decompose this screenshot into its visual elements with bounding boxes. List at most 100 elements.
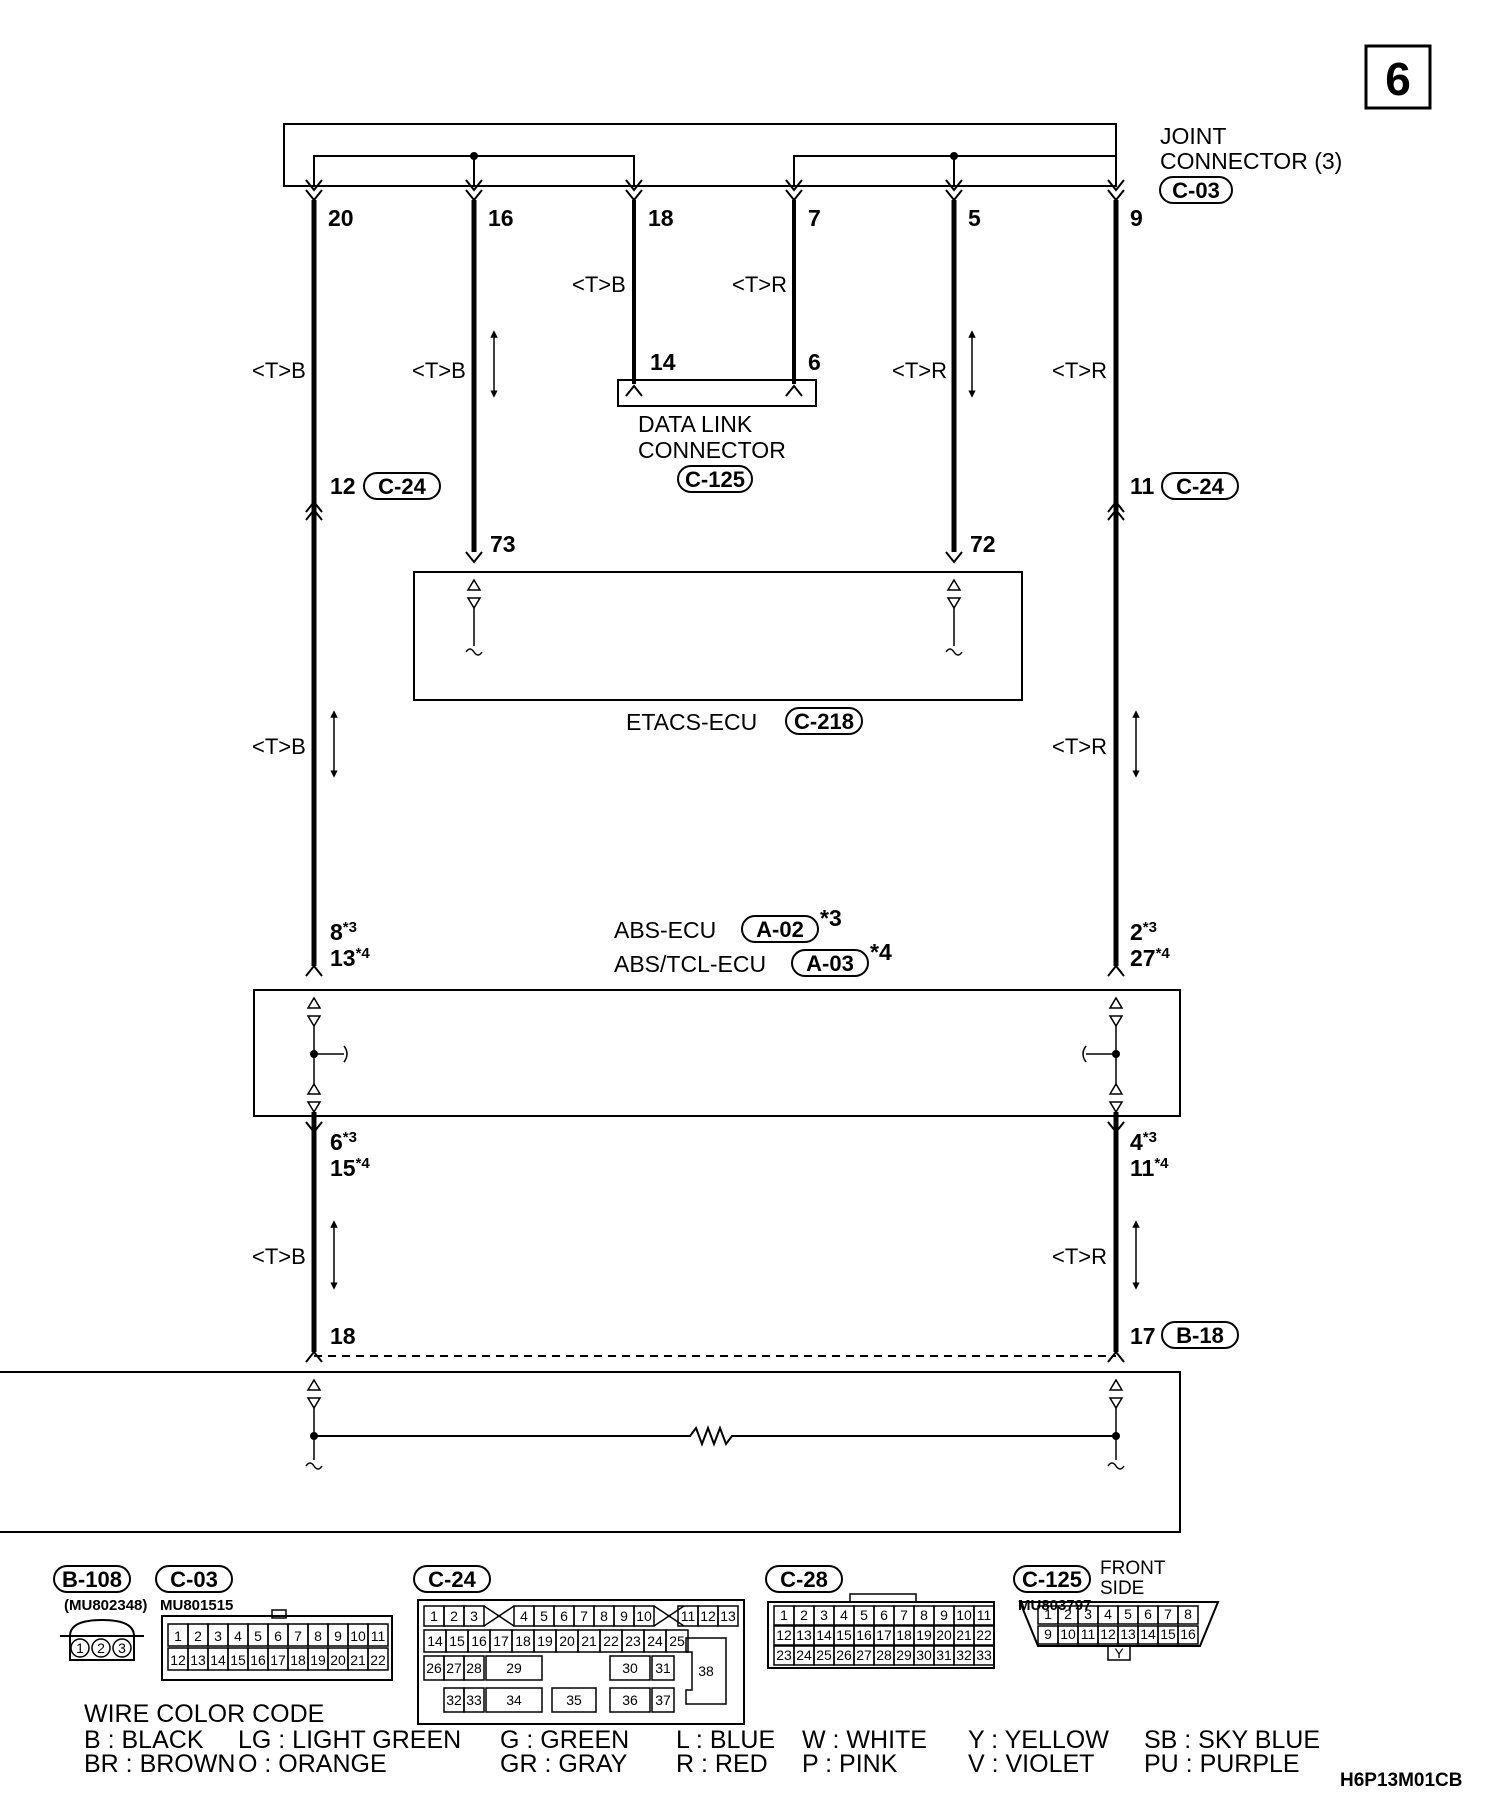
c24-cell — [463, 1655, 485, 1681]
c24-pin-23: 23 — [625, 1633, 641, 1649]
c03-pin-1: 1 — [174, 1628, 182, 1644]
c24-pin-24: 24 — [647, 1633, 663, 1649]
c24-cell — [609, 1687, 651, 1713]
c28-pin-7: 7 — [900, 1607, 908, 1623]
legend-title: WIRE COLOR CODE — [84, 1700, 324, 1728]
c03-pin-8: 8 — [314, 1628, 322, 1644]
c24-left-pin: 12 — [330, 473, 356, 499]
abs-star-2: *4 — [870, 939, 892, 965]
c24-pin-37: 37 — [655, 1692, 671, 1708]
etacs-ecu: 73 72 ETACS-ECU C-218 — [413, 531, 1023, 735]
c28-pin-16: 16 — [856, 1627, 872, 1643]
c24-pin-34: 34 — [506, 1692, 522, 1708]
c28-pin-1: 1 — [780, 1607, 788, 1623]
c24-pin-7: 7 — [580, 1608, 588, 1624]
joint-pin-7: 7 — [808, 205, 821, 231]
c28-pin-4: 4 — [840, 1607, 848, 1623]
wire-label-left-1: <T>B — [252, 358, 306, 383]
c28-pin-22: 22 — [976, 1627, 992, 1643]
legend-entry: LG : LIGHT GREEN — [238, 1726, 461, 1754]
c24-pin-20: 20 — [559, 1633, 575, 1649]
c24-pin-2: 2 — [450, 1608, 458, 1624]
wire-label-right-2: <T>R — [1052, 734, 1107, 759]
comm-arrows — [330, 330, 1140, 1290]
legend-entry: P : PINK — [802, 1750, 898, 1778]
b108-part: (MU802348) — [64, 1597, 147, 1614]
c24-cell — [463, 1605, 485, 1627]
c24-cell — [485, 1655, 543, 1681]
c03-pin-4: 4 — [234, 1628, 242, 1644]
c28-pin-3: 3 — [820, 1607, 828, 1623]
c28-pin-2: 2 — [800, 1607, 808, 1623]
c24-pin-19: 19 — [537, 1633, 553, 1649]
c24-right-tag: C-24 — [1176, 474, 1224, 499]
etacs-pin-73: 73 — [490, 531, 516, 557]
c28-pin-8: 8 — [920, 1607, 928, 1623]
c24-pin-16: 16 — [471, 1633, 487, 1649]
c24-cell — [665, 1629, 689, 1653]
b18-connector: 18 17 B-18 — [305, 1321, 1239, 1363]
c24-right-pin: 11 — [1130, 473, 1155, 499]
connector-view-b108: B-108 (MU802348) 1 2 3 — [53, 1565, 147, 1661]
c28-pin-26: 26 — [836, 1647, 852, 1663]
c24-pin-25: 25 — [669, 1633, 685, 1649]
c03-pin-3: 3 — [214, 1628, 222, 1644]
c24-cell — [609, 1655, 651, 1681]
wire-label-dlc-right: <T>R — [732, 272, 787, 297]
c24-pin-22: 22 — [603, 1633, 619, 1649]
abs-pin-6: 6*3 — [330, 1129, 357, 1155]
c03-tag: C-03 — [170, 1567, 218, 1592]
c28-pin-33: 33 — [976, 1647, 992, 1663]
c125-side-1: FRONT — [1100, 1558, 1166, 1579]
c24-cell — [633, 1605, 655, 1627]
c24-pin-6: 6 — [560, 1608, 568, 1624]
c125-pin-7: 7 — [1164, 1606, 1172, 1622]
c24-pin-14: 14 — [427, 1633, 443, 1649]
c24-pin-32: 32 — [446, 1692, 462, 1708]
c24-pin-12: 12 — [700, 1608, 716, 1624]
c24-pin-11: 11 — [681, 1608, 696, 1624]
c125-cell — [1177, 1625, 1199, 1645]
c28-pin-5: 5 — [860, 1607, 868, 1623]
c125-side-2: SIDE — [1100, 1578, 1144, 1599]
c125-tag: C-125 — [1022, 1567, 1082, 1592]
c24-pin-3: 3 — [470, 1608, 478, 1624]
c28-pin-14: 14 — [816, 1627, 832, 1643]
c03-pin-5: 5 — [254, 1628, 262, 1644]
b18-pin-17: 17 — [1130, 1323, 1156, 1349]
c03-part: MU801515 — [160, 1597, 233, 1614]
c03-pin-2: 2 — [194, 1628, 202, 1644]
c28-pin-15: 15 — [836, 1627, 852, 1643]
c125-pin-5: 5 — [1124, 1606, 1132, 1622]
c03-pin-19: 19 — [310, 1652, 326, 1668]
dlc-tag: C-125 — [685, 467, 745, 492]
c28-cell — [973, 1645, 995, 1666]
c125-key: Y — [1114, 1645, 1124, 1661]
legend-entry: B : BLACK — [84, 1726, 204, 1754]
c24-cell — [485, 1687, 543, 1713]
abs-star-1: *3 — [820, 905, 842, 931]
legend-entry: Y : YELLOW — [968, 1726, 1109, 1754]
c03-pin-9: 9 — [334, 1628, 342, 1644]
c125-pin-8: 8 — [1184, 1606, 1192, 1622]
joint-connector: JOINT CONNECTOR (3) C-03 — [283, 123, 1342, 204]
legend-entry: V : VIOLET — [968, 1750, 1094, 1778]
b108-pin-1: 1 — [76, 1640, 84, 1656]
abs-pin-4: 4*3 — [1130, 1129, 1157, 1155]
c125-pin-6: 6 — [1144, 1606, 1152, 1622]
c28-pin-21: 21 — [956, 1627, 972, 1643]
c03-pin-14: 14 — [210, 1652, 226, 1668]
c24-pin-38: 38 — [698, 1663, 714, 1679]
c28-pin-24: 24 — [796, 1647, 812, 1663]
c24-right-junction: 11 C-24 — [1107, 472, 1239, 521]
legend-entry: GR : GRAY — [500, 1750, 628, 1778]
b18-pin-18: 18 — [330, 1323, 356, 1349]
c28-cell — [973, 1605, 995, 1626]
c03-pin-22: 22 — [370, 1652, 386, 1668]
abs-pin-11: 11*4 — [1130, 1155, 1169, 1181]
c125-pin-14: 14 — [1140, 1626, 1156, 1642]
legend-entry: BR : BROWN — [84, 1750, 235, 1778]
c28-pin-13: 13 — [796, 1627, 812, 1643]
c125-pin-13: 13 — [1120, 1626, 1136, 1642]
c03-cell — [367, 1647, 389, 1671]
